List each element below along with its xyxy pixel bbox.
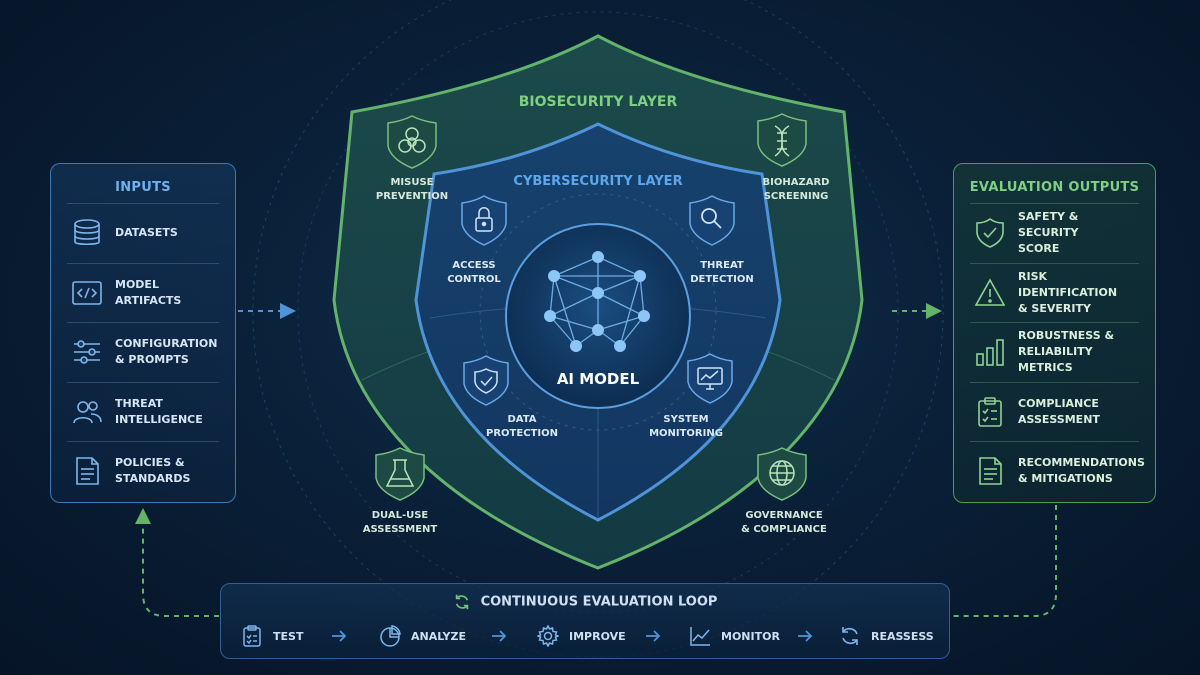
svg-text:& COMPLIANCE: & COMPLIANCE: [741, 524, 827, 535]
svg-text:DATA: DATA: [507, 414, 536, 425]
pie-chart-icon: [380, 625, 401, 647]
inputs-title: INPUTS: [115, 180, 171, 195]
loop-step-improve: IMPROVE: [537, 618, 626, 654]
outputs-title: EVALUATION OUTPUTS: [969, 180, 1140, 195]
warning-icon: [974, 278, 1006, 306]
sliders-icon: [74, 340, 100, 365]
lock-icon: [475, 207, 493, 232]
svg-text:ASSESSMENT: ASSESSMENT: [363, 524, 438, 535]
clipboard-icon: [243, 625, 261, 647]
dna-icon: [774, 125, 790, 157]
input-item-configuration: CONFIGURATION & PROMPTS: [67, 322, 219, 382]
ai-model-label: AI MODEL: [557, 370, 640, 388]
shield-check-icon: [976, 218, 1004, 249]
svg-text:SYSTEM: SYSTEM: [663, 414, 708, 425]
input-item-threat-intelligence: THREAT INTELLIGENCE: [67, 381, 219, 442]
flow-connectors: [135, 303, 1057, 617]
svg-text:DUAL-USE: DUAL-USE: [372, 510, 429, 521]
magnifier-icon: [701, 208, 722, 229]
svg-text:CONTROL: CONTROL: [447, 274, 501, 285]
refresh-icon: [455, 594, 468, 610]
neural-network-nodes: [544, 251, 650, 352]
loop-to-inputs-connector: [135, 508, 219, 617]
data-protection-item: DATA PROTECTION: [463, 355, 558, 439]
output-item-risk: RISK IDENTIFICATION & SEVERITY: [970, 262, 1139, 323]
users-icon: [73, 400, 102, 423]
access-control-item: ACCESS CONTROL: [447, 195, 507, 285]
inputs-panel: INPUTS DATASETS MODEL ARTIFACTS CONFIGUR…: [50, 163, 236, 503]
arrow-right-icon: [798, 630, 813, 642]
clipboard-check-icon: [978, 396, 1002, 427]
dual-use-assessment-item: DUAL-USE ASSESSMENT: [363, 447, 438, 535]
svg-text:PROTECTION: PROTECTION: [486, 428, 558, 439]
output-item-safety-score: SAFETY & SECURITY SCORE: [970, 203, 1139, 263]
gear-icon: [537, 625, 559, 647]
loop-step-reassess: REASSESS: [839, 618, 934, 654]
loop-title: CONTINUOUS EVALUATION LOOP: [480, 594, 718, 610]
evaluation-outputs-panel: EVALUATION OUTPUTS SAFETY & SECURITY SCO…: [953, 163, 1156, 503]
svg-text:MISUSE: MISUSE: [390, 177, 433, 188]
monitor-icon: [697, 367, 723, 390]
loop-step-test: TEST: [241, 618, 303, 654]
output-item-recommendations: RECOMMENDATIONS & MITIGATIONS: [970, 441, 1145, 501]
flask-icon: [385, 459, 415, 487]
globe-icon: [769, 460, 795, 486]
cybersecurity-title: CYBERSECURITY LAYER: [513, 174, 682, 189]
input-item-datasets: DATASETS: [67, 203, 219, 263]
misuse-prevention-item: MISUSE PREVENTION: [376, 115, 448, 202]
svg-text:ACCESS: ACCESS: [452, 260, 495, 271]
loop-step-analyze: ANALYZE: [379, 618, 466, 654]
system-monitoring-item: SYSTEM MONITORING: [649, 353, 733, 439]
svg-text:PREVENTION: PREVENTION: [376, 191, 448, 202]
code-icon: [72, 280, 102, 305]
document-icon: [76, 457, 99, 486]
refresh-icon: [842, 627, 858, 645]
output-item-compliance: COMPLIANCE ASSESSMENT: [970, 381, 1139, 442]
biohazard-icon: [398, 127, 426, 153]
threat-detection-item: THREAT DETECTION: [689, 195, 754, 285]
output-item-robustness: ROBUSTNESS & RELIABILITY METRICS: [970, 322, 1139, 382]
bar-chart-icon: [976, 339, 1004, 367]
biosecurity-title: BIOSECURITY LAYER: [519, 94, 678, 110]
input-item-model-artifacts: MODEL ARTIFACTS: [67, 262, 219, 323]
governance-compliance-item: GOVERNANCE & COMPLIANCE: [741, 447, 827, 535]
document-icon: [979, 457, 1002, 486]
continuous-evaluation-loop-panel: CONTINUOUS EVALUATION LOOP TEST ANALYZE …: [220, 583, 950, 659]
svg-text:SCREENING: SCREENING: [764, 191, 829, 202]
svg-text:MONITORING: MONITORING: [649, 428, 723, 439]
loop-title-row: CONTINUOUS EVALUATION LOOP: [221, 593, 949, 611]
input-item-policies: POLICIES & STANDARDS: [67, 441, 219, 501]
loop-step-monitor: MONITOR: [689, 618, 780, 654]
outputs-to-loop-connector: [952, 505, 1057, 617]
svg-text:THREAT: THREAT: [700, 260, 744, 271]
arrow-right-icon: [332, 630, 347, 642]
orbit-rings: [252, 0, 944, 658]
arrow-right-icon: [646, 630, 661, 642]
svg-text:BIOHAZARD: BIOHAZARD: [763, 177, 830, 188]
arrow-right-icon: [492, 630, 507, 642]
shield-check-icon: [474, 368, 498, 394]
database-icon: [74, 219, 100, 246]
svg-text:DETECTION: DETECTION: [690, 274, 754, 285]
line-chart-icon: [690, 627, 710, 646]
biohazard-screening-item: BIOHAZARD SCREENING: [757, 113, 830, 202]
svg-text:GOVERNANCE: GOVERNANCE: [745, 510, 823, 521]
